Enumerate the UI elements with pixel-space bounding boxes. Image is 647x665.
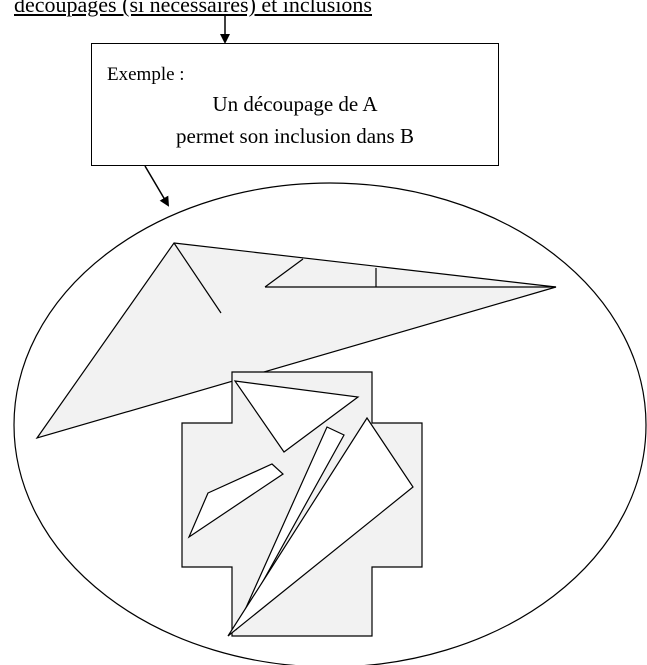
pieces-inside-b — [187, 380, 414, 637]
shape-a-cut-2 — [264, 258, 304, 288]
header-caption: découpages (si nécessaires) et inclusion… — [14, 0, 372, 17]
piece-1 — [233, 380, 360, 453]
example-box: Exemple : Un découpage de A permet son i… — [91, 43, 499, 166]
example-label: Exemple : — [107, 64, 185, 85]
shape-a — [35, 242, 557, 440]
piece-3 — [235, 426, 345, 631]
piece-4 — [227, 416, 414, 637]
example-text-line-2: permet son inclusion dans B — [176, 124, 414, 148]
set-ellipse — [13, 182, 647, 665]
arrow-box-to-ellipse — [144, 165, 170, 207]
shape-a-cut-1 — [173, 242, 222, 314]
shape-a-triangle — [35, 242, 557, 440]
piece-2 — [187, 463, 284, 539]
example-text-line-1: Un découpage de A — [212, 92, 378, 116]
